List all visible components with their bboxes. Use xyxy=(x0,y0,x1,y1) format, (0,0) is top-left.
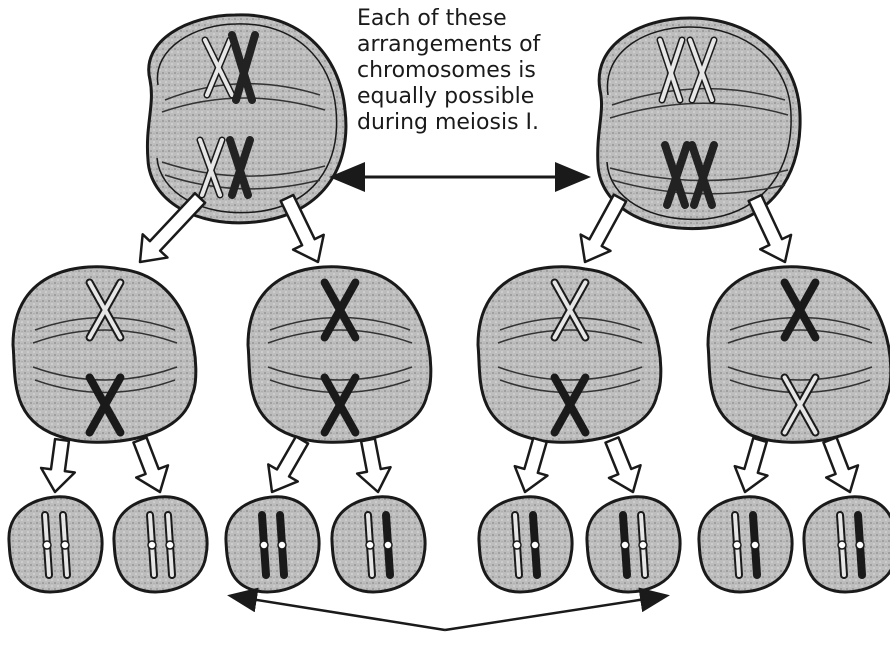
division-arrow xyxy=(823,437,858,492)
gamete-cell xyxy=(332,497,425,592)
gamete-cell xyxy=(9,497,102,592)
meiosis-II-cell xyxy=(708,267,890,443)
division-arrow xyxy=(357,439,390,492)
pointer-arrow-left xyxy=(232,596,445,630)
pointer-arrow-right xyxy=(445,596,665,630)
meiosis-II-cell xyxy=(13,267,196,443)
gamete-cell xyxy=(479,497,572,592)
gametes xyxy=(9,497,890,592)
division-arrow xyxy=(268,437,308,492)
caption-text: Each of these arrangements of chromosome… xyxy=(357,6,587,136)
meiosis-I-cell-left xyxy=(147,15,346,223)
caption-line-2: arrangements of xyxy=(357,32,587,58)
division-arrow xyxy=(41,439,75,492)
division-arrow xyxy=(735,438,768,492)
gamete-cell xyxy=(699,497,792,592)
caption-line-3: chromosomes is xyxy=(357,58,587,84)
caption-line-1: Each of these xyxy=(357,6,587,32)
gamete-cell xyxy=(804,497,890,592)
division-arrow xyxy=(749,195,791,262)
meiosis-II-cell xyxy=(478,267,661,443)
division-arrow xyxy=(606,437,641,492)
division-arrow xyxy=(515,438,548,492)
caption-line-5: during meiosis I. xyxy=(357,110,587,136)
caption-line-4: equally possible xyxy=(357,84,587,110)
gamete-cell xyxy=(226,497,319,592)
division-arrow xyxy=(581,195,627,262)
meiosis-I-cell-right xyxy=(598,18,800,229)
meiosis-II-cell xyxy=(248,267,431,443)
division-arrow xyxy=(133,437,168,492)
meiosis-II-cells xyxy=(13,267,890,443)
gamete-cell xyxy=(114,497,207,592)
gamete-cell xyxy=(587,497,680,592)
